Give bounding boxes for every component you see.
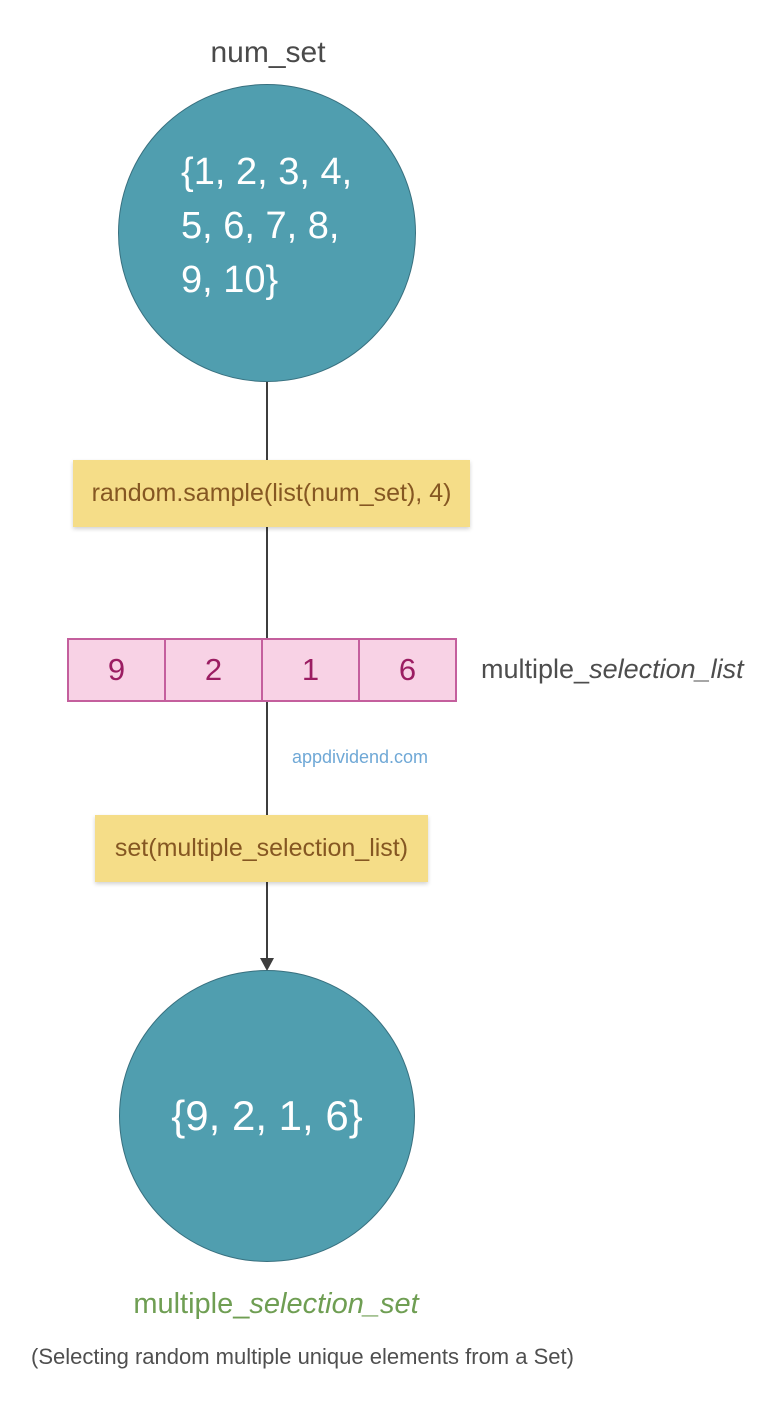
result-set-label: multiple_selection_set [133, 1288, 418, 1321]
selection-list-label: multiple_selection_list [481, 654, 744, 685]
arrowhead-down-icon [260, 958, 274, 971]
selection-list-label-italic: selection_list [589, 654, 744, 684]
selection-list-row: 9 2 1 6 [67, 638, 457, 702]
list-cell: 9 [67, 638, 166, 702]
operation-set-label: set(multiple_selection_list) [114, 834, 409, 862]
num-set-circle: {1, 2, 3, 4, 5, 6, 7, 8, 9, 10} [118, 84, 416, 382]
selection-list-label-prefix: multiple_ [481, 654, 590, 684]
watermark-text: appdividend.com [291, 747, 429, 767]
result-set-label-prefix: multiple_ [133, 1288, 250, 1320]
list-cell: 2 [164, 638, 263, 702]
operation-random-sample-box: random.sample(list(num_set), 4) [73, 460, 470, 527]
operation-random-sample-label: random.sample(list(num_set), 4) [91, 479, 452, 507]
list-cell: 6 [358, 638, 457, 702]
list-cell: 1 [261, 638, 360, 702]
result-set-label-italic: selection_set [249, 1288, 419, 1320]
result-set-circle: {9, 2, 1, 6} [119, 970, 415, 1262]
top-circle-title: num_set [210, 36, 326, 69]
num-set-values: {1, 2, 3, 4, 5, 6, 7, 8, 9, 10} [181, 151, 353, 301]
diagram-caption: (Selecting random multiple unique elemen… [31, 1344, 574, 1369]
operation-set-box: set(multiple_selection_list) [95, 815, 428, 882]
result-set-values: {9, 2, 1, 6} [171, 1092, 363, 1139]
